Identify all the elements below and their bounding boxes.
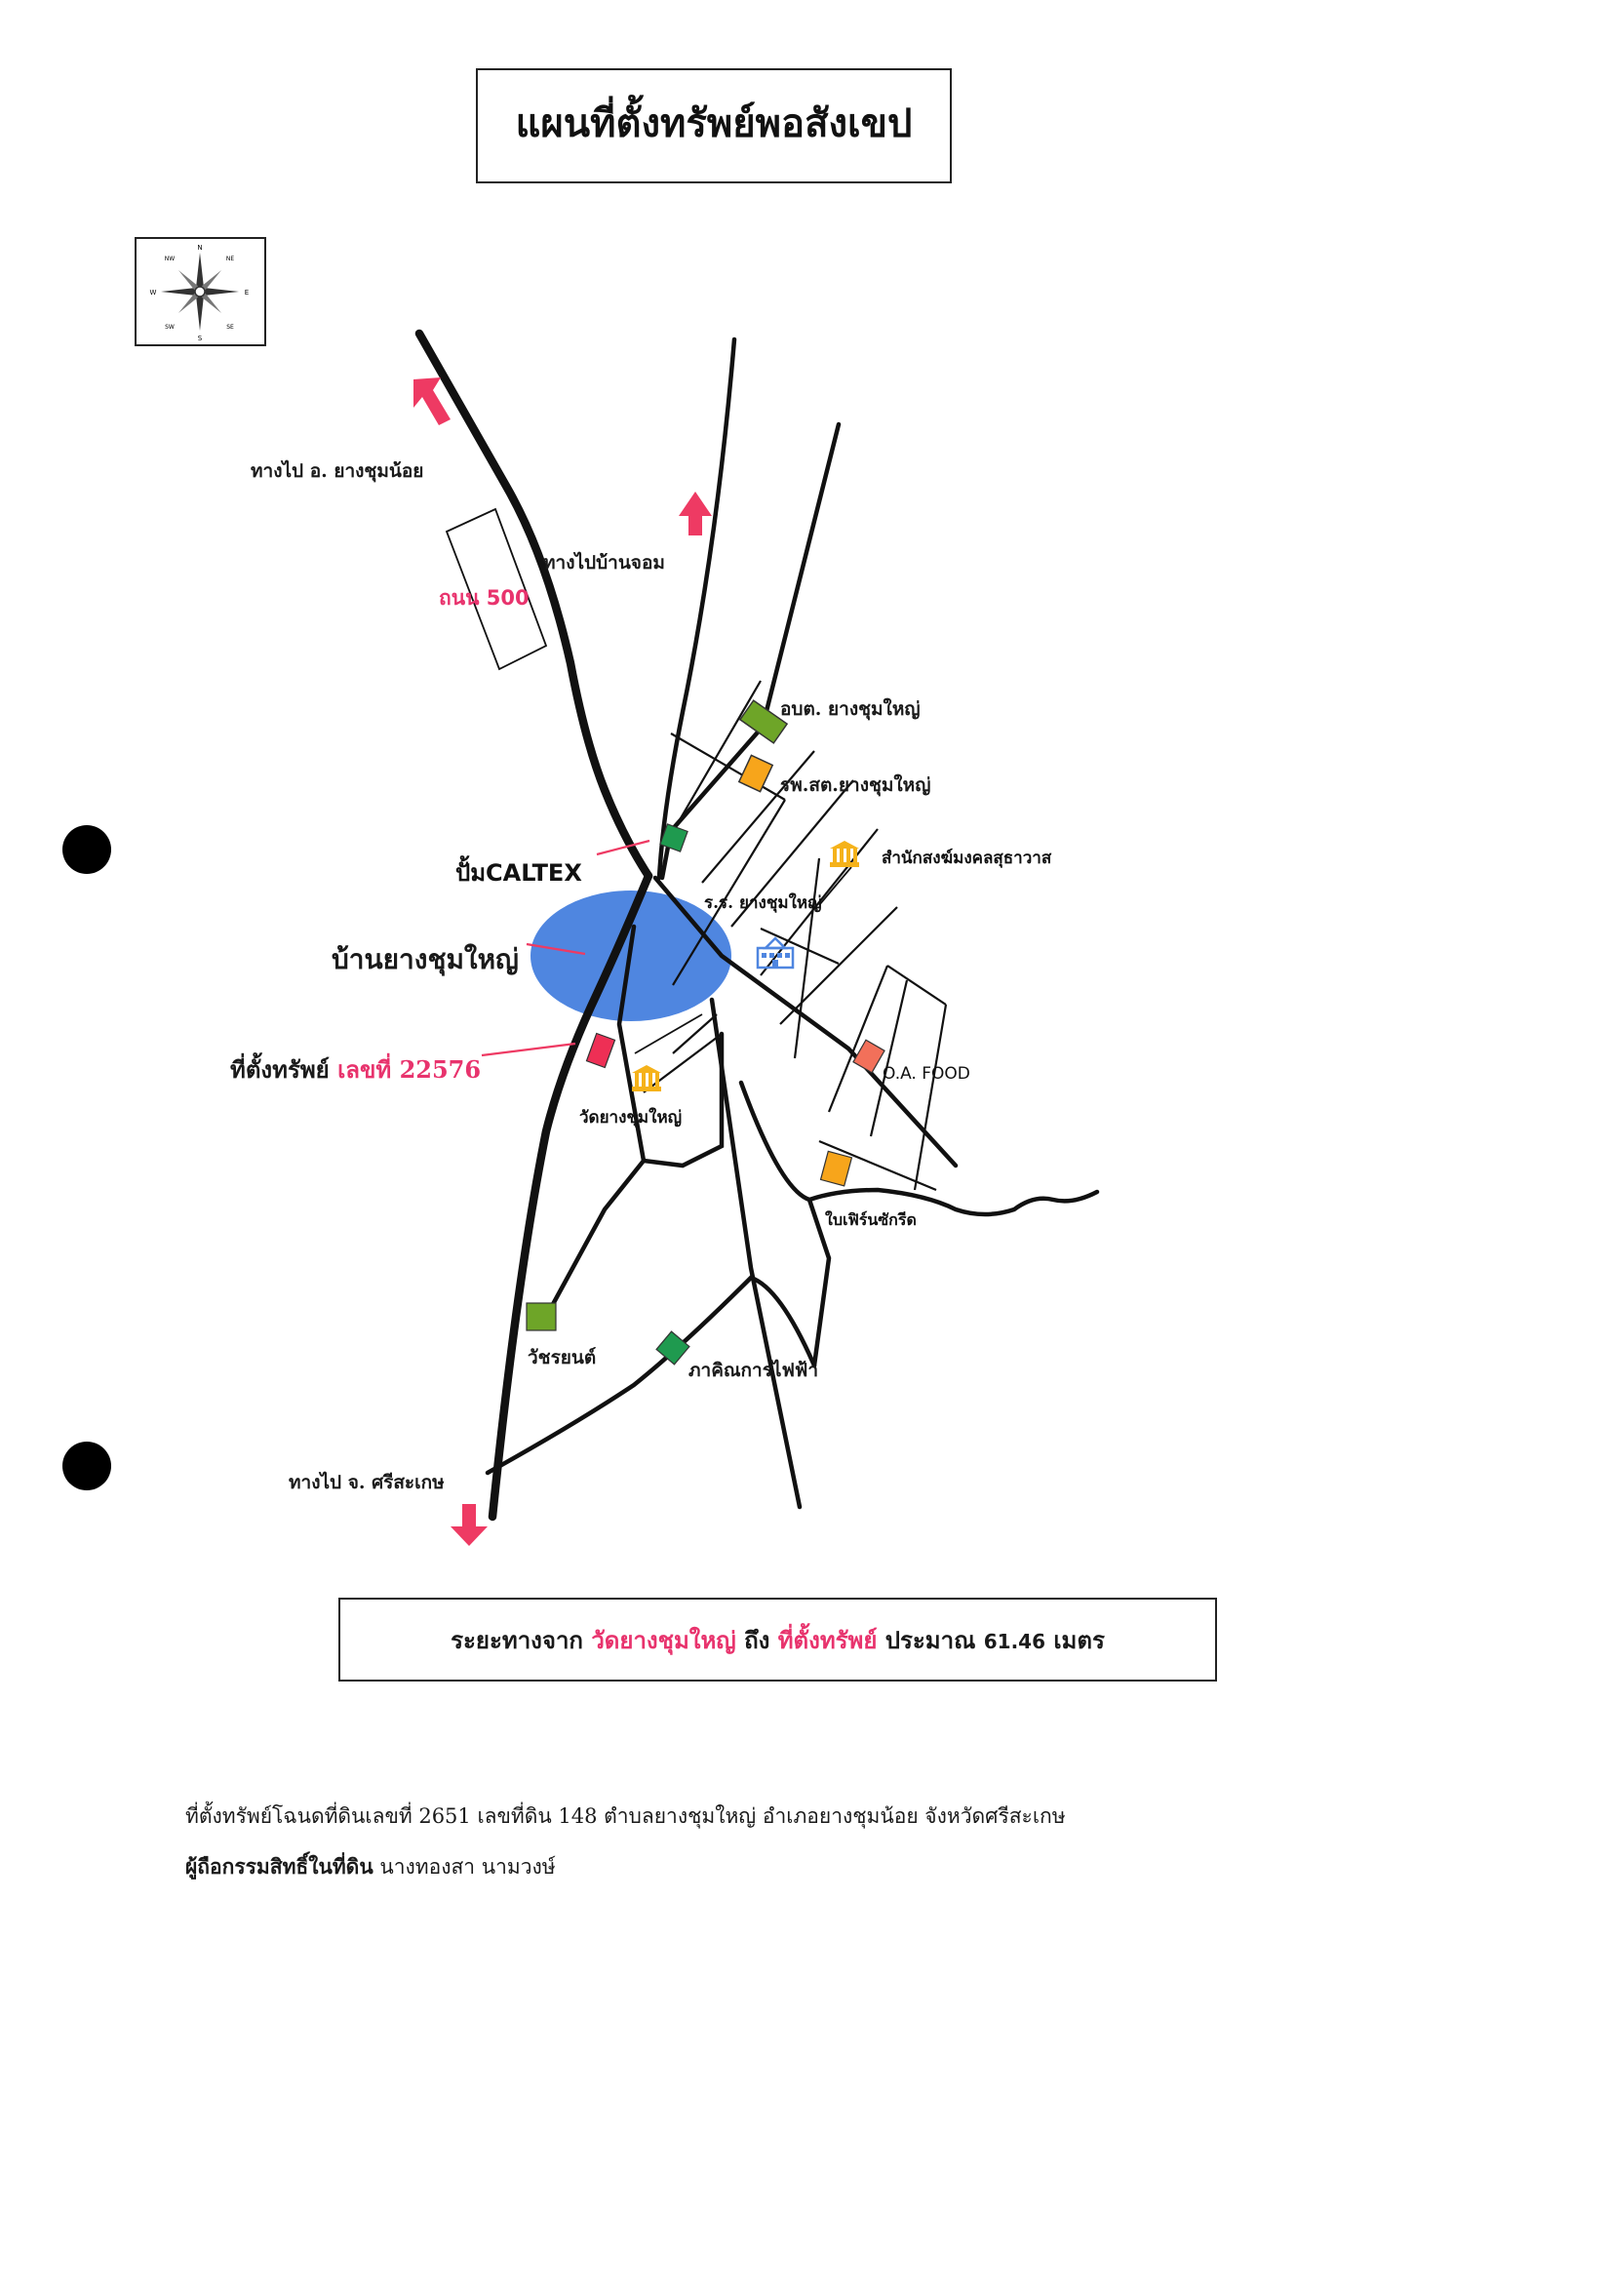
distance-from: วัดยางชุมใหญ่ — [591, 1626, 736, 1654]
label-property: ที่ตั้งทรัพย์ เลขที่ 22576 — [230, 1050, 481, 1089]
pointer-lines — [481, 839, 650, 1057]
compass-s: S — [198, 335, 203, 342]
distance-unit: เมตร — [1045, 1626, 1105, 1654]
wat-temple-icon — [632, 1065, 661, 1091]
label-electricity: ภาคิณการไฟฟ้า — [688, 1360, 819, 1381]
footer-owner-label: ผู้ถือกรรมสิทธิ์ในที่ดิน — [185, 1854, 373, 1879]
label-hospital: รพ.สต.ยางชุมใหญ่ — [780, 774, 931, 796]
direction-arrow-south-icon — [451, 1504, 488, 1546]
label-property-number: เลขที่ 22576 — [337, 1055, 482, 1084]
compass-box: N S E W NE NW SE SW — [135, 237, 266, 346]
distance-mid: ถึง — [735, 1626, 778, 1654]
compass-nw: NW — [165, 256, 175, 262]
distance-box: ระยะทางจาก วัดยางชุมใหญ่ ถึง ที่ตั้งทรัพ… — [338, 1598, 1217, 1682]
oa-food-marker — [852, 1039, 885, 1074]
footer-owner-name: นางทองสา นามวงษ์ — [373, 1855, 556, 1879]
distance-prefix: ระยะทางจาก — [451, 1626, 592, 1654]
label-watcharayon: วัชรยนต์ — [528, 1347, 597, 1368]
label-concrete: ใบเฟิร์นซักรีด — [825, 1210, 917, 1229]
binder-hole-bottom — [62, 1442, 111, 1490]
school-icon — [756, 936, 795, 970]
label-property-prefix: ที่ตั้งทรัพย์ — [230, 1055, 338, 1084]
footer-deed-line: ที่ตั้งทรัพย์โฉนดที่ดินเลขที่ 2651 เลขที… — [185, 1804, 1066, 1828]
sangha-temple-icon — [830, 841, 859, 867]
compass-n: N — [197, 244, 202, 252]
footer-owner-line: ผู้ถือกรรมสิทธิ์ในที่ดิน นางทองสา นามวงษ… — [185, 1851, 556, 1883]
direction-arrow-north-icon — [679, 492, 712, 535]
binder-hole-top — [62, 825, 111, 874]
label-village: บ้านยางชุมใหญ่ — [332, 943, 519, 975]
label-sangha-office: สำนักสงฆ์มงคลสุธาวาส — [882, 849, 1052, 868]
compass-ne: NE — [226, 256, 234, 262]
label-school: ร.ร. ยางชุมใหญ่ — [704, 893, 822, 913]
caltex-marker — [659, 823, 688, 852]
main-highway — [414, 329, 653, 1522]
label-to-sisaket: ทางไป จ. ศรีสะเกษ — [289, 1472, 445, 1493]
label-oa-food: O.A. FOOD — [883, 1064, 970, 1084]
direction-arrow-nw-icon — [413, 377, 451, 425]
compass-sw: SW — [165, 324, 175, 331]
distance-text: ระยะทางจาก วัดยางชุมใหญ่ ถึง ที่ตั้งทรัพ… — [340, 1621, 1215, 1659]
hospital-marker — [737, 754, 774, 793]
obt-marker — [738, 699, 789, 744]
label-caltex: ปั้มCALTEX — [455, 859, 582, 887]
concrete-marker — [819, 1150, 853, 1187]
label-to-yang-chum-noi: ทางไป อ. ยางชุมน้อย — [251, 460, 424, 482]
compass-w: W — [150, 289, 157, 297]
watcharayon-marker — [526, 1302, 557, 1331]
compass-se: SE — [226, 324, 234, 331]
label-obt: อบต. ยางชุมใหญ่ — [780, 698, 921, 720]
compass-e: E — [245, 289, 249, 297]
road-500-box — [445, 507, 548, 671]
property-marker — [585, 1032, 616, 1069]
label-road-500: ถนน 500 — [439, 586, 530, 610]
distance-value: 61.46 — [983, 1630, 1045, 1653]
map-title-box: แผนที่ตั้งทรัพย์พอสังเขป — [476, 68, 952, 183]
page-title: แผนที่ตั้งทรัพย์พอสังเขป — [515, 100, 913, 146]
label-temple: วัดยางชุมใหญ่ — [579, 1108, 683, 1128]
distance-suffix: ประมาณ — [877, 1626, 984, 1654]
compass-rose-icon: N S E W NE NW SE SW — [150, 244, 250, 342]
electricity-marker — [655, 1330, 690, 1366]
label-to-ban-jom: ทางไปบ้านจอม — [543, 552, 665, 574]
distance-to: ที่ตั้งทรัพย์ — [777, 1626, 878, 1654]
